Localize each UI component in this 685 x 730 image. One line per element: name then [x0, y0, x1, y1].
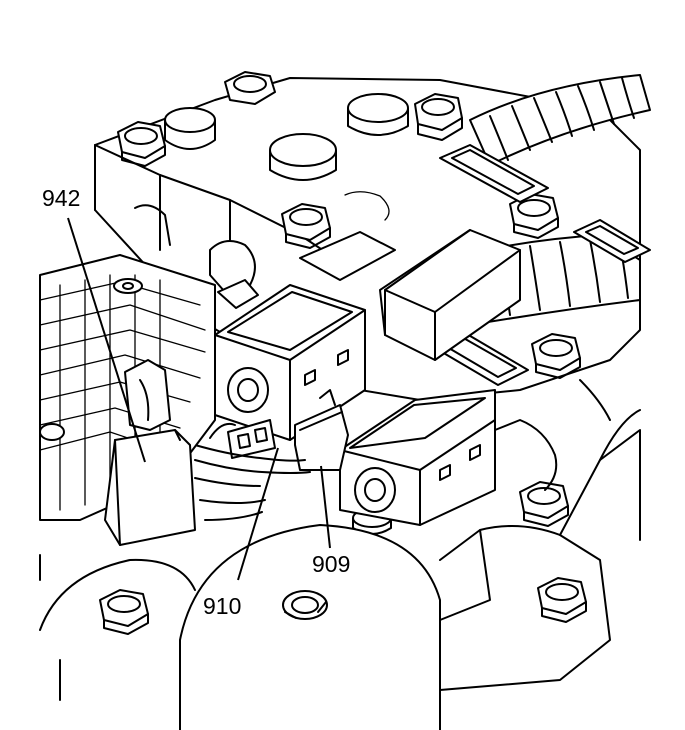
leader-942	[67, 217, 146, 463]
bolt-left	[117, 121, 166, 167]
bolt-bottom-right	[537, 577, 587, 623]
solenoid-910	[214, 284, 366, 441]
bolt-right-upper	[509, 193, 559, 239]
leader-910	[237, 447, 279, 581]
bolt-top-left	[224, 71, 276, 105]
callout-910-label: 910	[203, 593, 241, 619]
bolt-right-lower	[519, 481, 569, 527]
leader-909	[320, 465, 331, 549]
pump-cover-circle	[179, 524, 441, 730]
solenoid-909	[339, 389, 496, 526]
bolt-center	[281, 203, 331, 249]
lower-case-edges	[39, 379, 641, 701]
callout-leaders	[67, 217, 331, 581]
bolt-right-middle	[531, 333, 581, 379]
electrical-connectors	[227, 389, 349, 471]
part-942-bracket	[104, 359, 196, 546]
bolt-top-center	[414, 93, 463, 141]
solenoid-retainer-bar	[299, 229, 521, 361]
callout-909-label: 909	[312, 551, 350, 577]
bolt-bottom-left	[99, 589, 149, 635]
callout-942-label: 942	[42, 185, 80, 211]
